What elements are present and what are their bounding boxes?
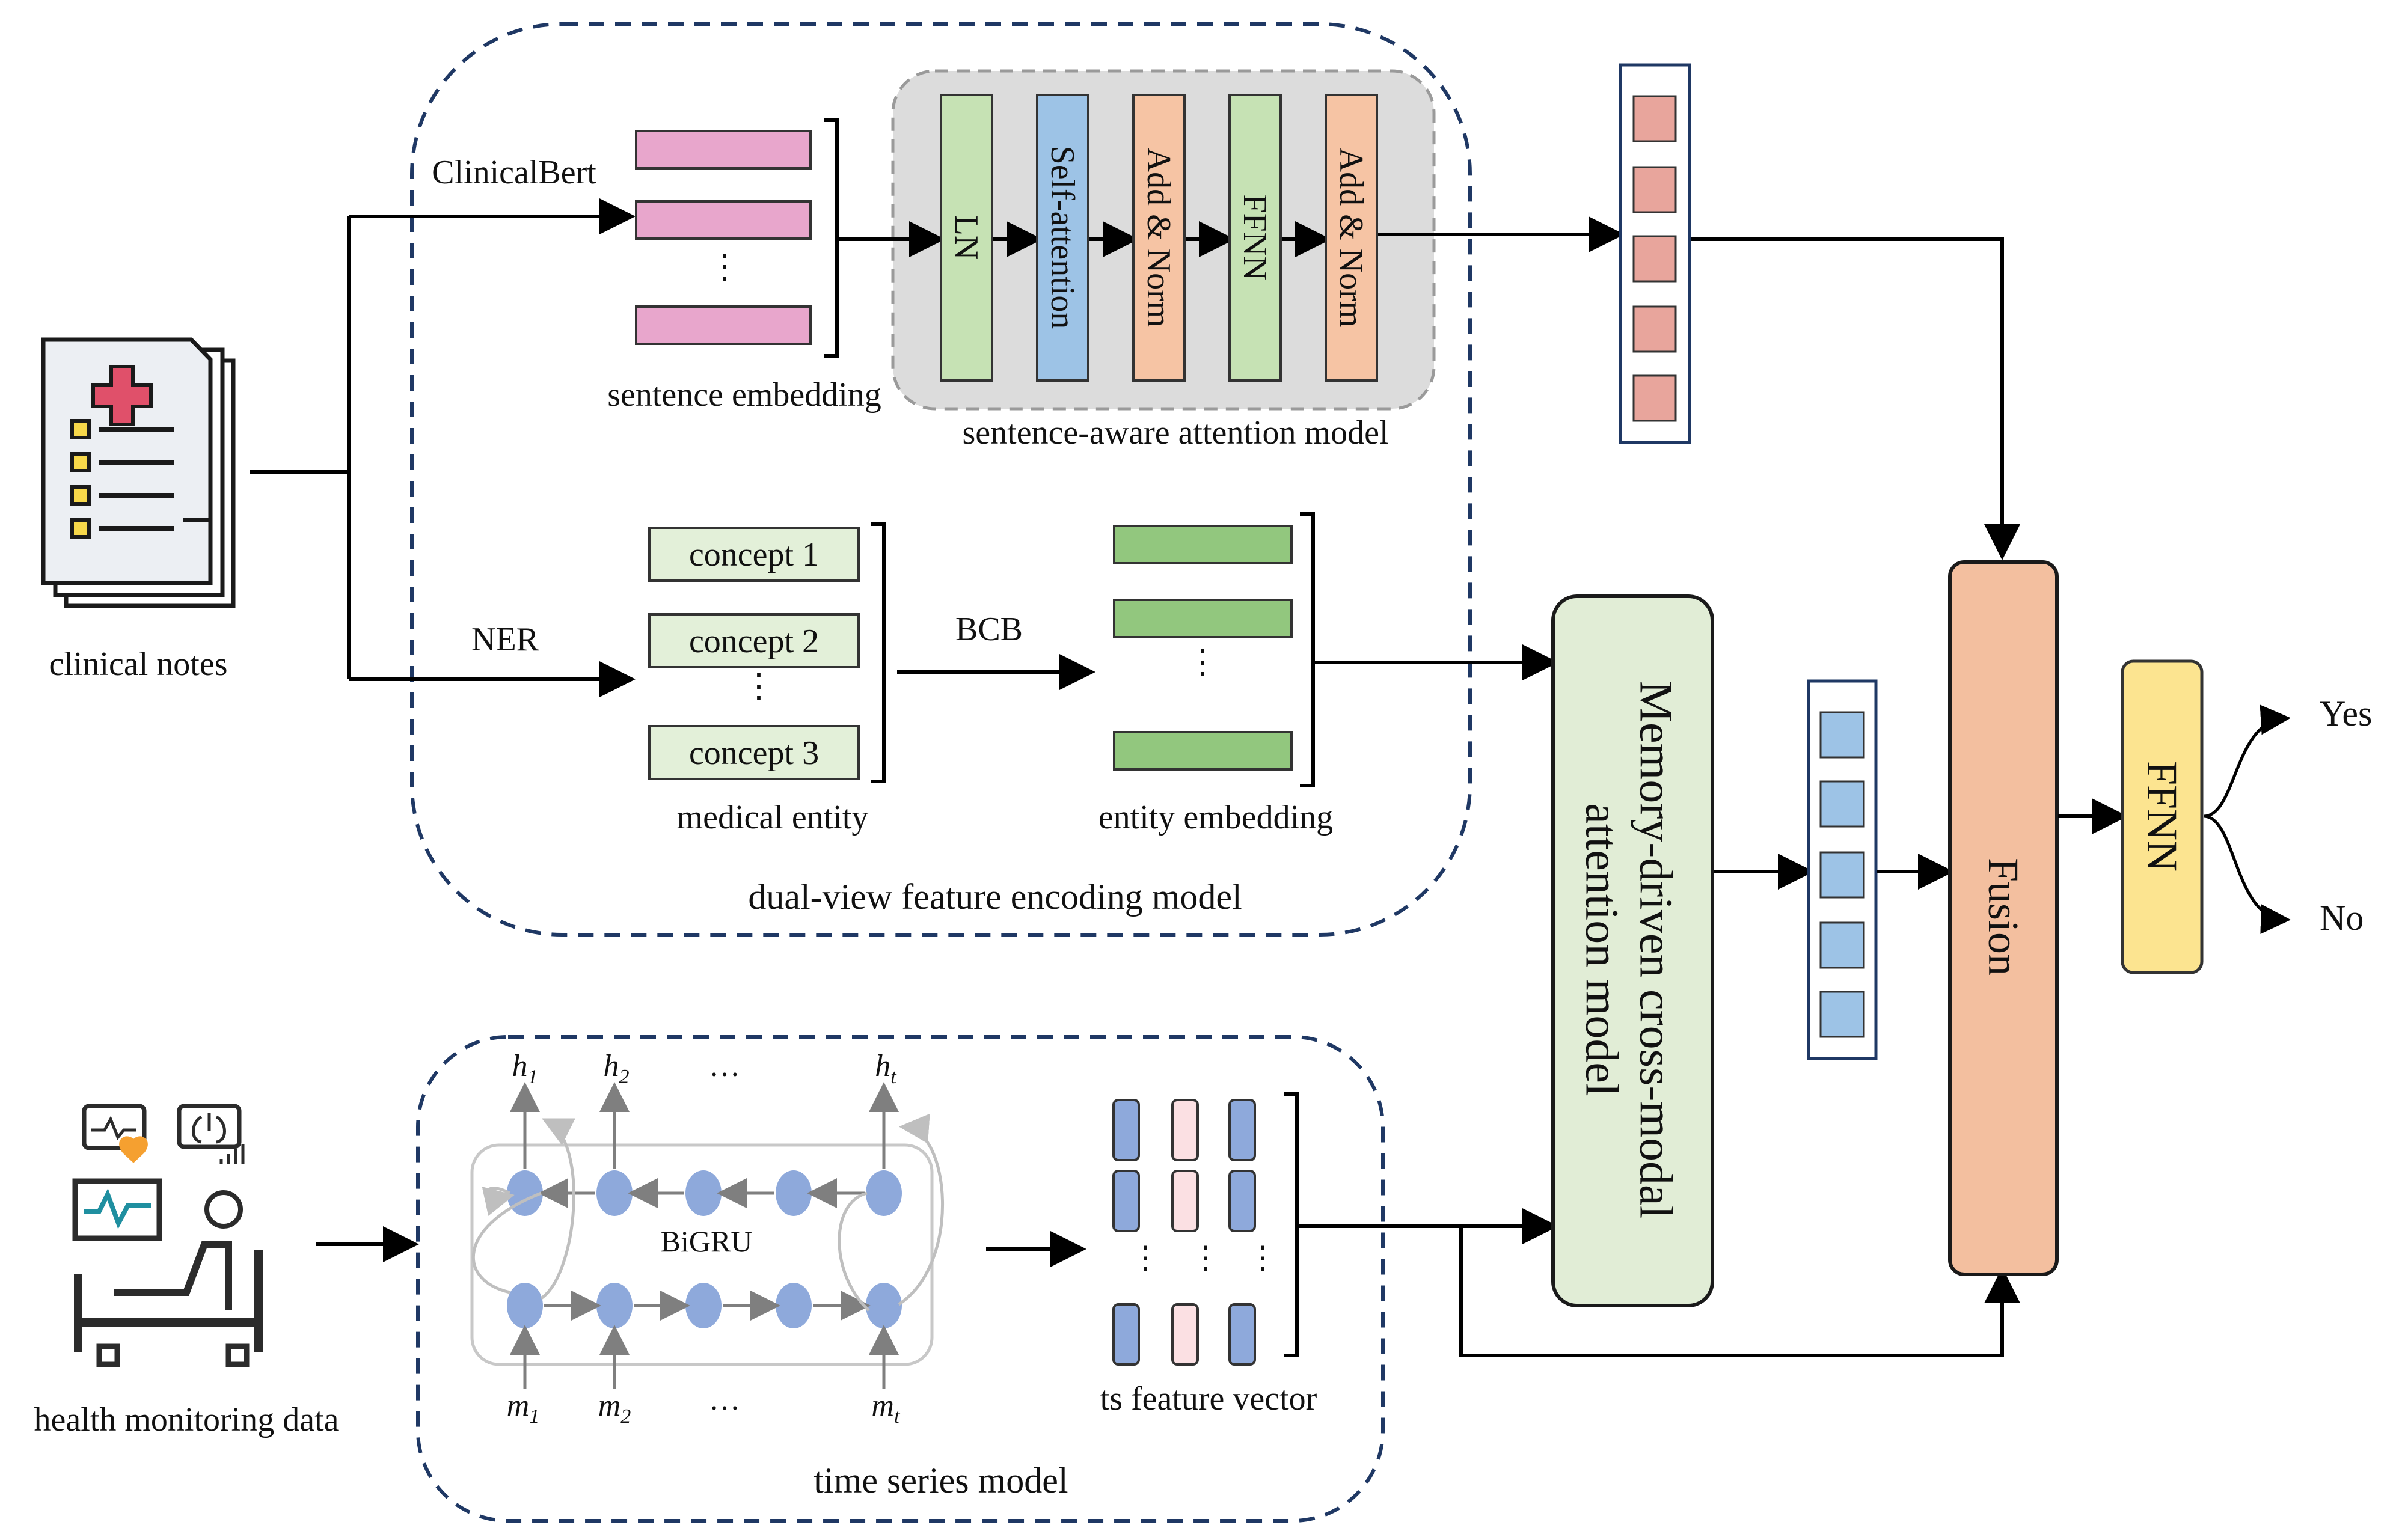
concept-box (648, 613, 860, 668)
entity-embedding-bar (1113, 731, 1293, 771)
svg-text:attention model: attention model (1576, 803, 1629, 1096)
output-branches (2203, 704, 2291, 934)
svg-text:mt: mt (871, 1389, 901, 1428)
fusion-block: Fusion (1948, 560, 2059, 1276)
sentence-embedding-bar (635, 130, 812, 170)
svg-text:h2: h2 (604, 1049, 630, 1088)
add-norm-block-2: Add & Norm (1325, 94, 1378, 382)
no-output-label: No (2320, 898, 2364, 938)
dual-view-container (410, 22, 1472, 937)
entity-ellipsis: ⋮ (1186, 644, 1219, 681)
entity-embedding-label: entity embedding (1098, 799, 1333, 836)
gru-node (866, 1170, 902, 1216)
hidden-state-labels: h1 h2 … ht (512, 1049, 898, 1088)
concept-box (648, 725, 860, 780)
svg-text:h1: h1 (512, 1049, 538, 1088)
svg-text:concept 2: concept 2 (689, 623, 819, 660)
gru-node (685, 1283, 722, 1328)
svg-text:⋮: ⋮ (1190, 1241, 1221, 1276)
ffnn-block: FFNN (1228, 94, 1282, 382)
svg-text:⋮: ⋮ (1247, 1241, 1278, 1276)
medical-entity-label: medical entity (677, 799, 869, 836)
svg-text:…: … (709, 1383, 740, 1417)
entity-embedding-bar (1113, 525, 1293, 564)
svg-text:Memory-driven cross-modal: Memory-driven cross-modal (1631, 681, 1683, 1219)
svg-text:Add & Norm: Add & Norm (1332, 148, 1370, 328)
entity-embedding-stack: ⋮ (1113, 512, 1315, 787)
input-connectors (250, 198, 636, 1262)
sentence-ellipsis: ⋮ (708, 248, 741, 286)
ffnn-classifier-block: FFNN (2121, 659, 2204, 974)
sentence-feature-vector (1619, 63, 1691, 444)
clinical-notes-label: clinical notes (49, 646, 227, 683)
svg-text:⋮: ⋮ (1130, 1241, 1161, 1276)
ts-feature-vector-stack: ⋮ ⋮ ⋮ (1112, 1092, 1299, 1366)
sentence-embedding-bar (635, 305, 812, 345)
clinicalbert-label: ClinicalBert (432, 154, 596, 191)
health-monitoring-label: health monitoring data (34, 1401, 339, 1438)
bigru-skip-connections (472, 1113, 945, 1312)
attention-model-label: sentence-aware attention model (963, 414, 1389, 451)
health-monitoring-icon (72, 1104, 263, 1367)
ln-block: LN (940, 94, 993, 382)
bigru-forward-layer (507, 1283, 902, 1328)
gru-node (866, 1283, 902, 1328)
bcb-label: BCB (955, 611, 1023, 648)
dual-view-model-label: dual-view feature encoding model (748, 877, 1242, 917)
add-norm-block-1: Add & Norm (1132, 94, 1186, 382)
svg-text:Add & Norm: Add & Norm (1140, 148, 1177, 328)
gru-node (596, 1170, 633, 1216)
bigru-backward-layer (507, 1170, 902, 1216)
concept-box (648, 527, 860, 582)
cross-modal-feature-vector (1807, 679, 1878, 1060)
svg-text:concept 1: concept 1 (689, 536, 819, 573)
svg-text:…: … (709, 1049, 740, 1083)
cross-modal-attention-block: Memory-driven cross-modal attention mode… (1551, 594, 1714, 1307)
svg-text:ht: ht (875, 1049, 897, 1088)
yes-output-label: Yes (2320, 694, 2372, 733)
svg-text:FFNN: FFNN (1236, 194, 1273, 280)
gru-node (776, 1283, 812, 1328)
self-attention-block: Self-attention (1036, 94, 1089, 382)
bigru-label: BiGRU (661, 1224, 753, 1258)
gru-node (596, 1283, 633, 1328)
svg-text:LN: LN (948, 215, 985, 260)
clinical-notes-icon (41, 337, 236, 608)
ner-label: NER (471, 621, 539, 658)
svg-text:FFNN: FFNN (2138, 761, 2186, 872)
sentence-embedding-label: sentence embedding (607, 376, 881, 414)
gru-node (685, 1170, 722, 1216)
gru-node (507, 1283, 543, 1328)
ts-feature-vector-label: ts feature vector (1100, 1380, 1317, 1417)
medical-entity-concepts: concept 1 concept 2 ⋮ concept 3 (648, 522, 886, 783)
gru-node (776, 1170, 812, 1216)
sentence-embedding-bar (635, 200, 812, 240)
concept-ellipsis: ⋮ (742, 668, 776, 705)
svg-text:m1: m1 (507, 1389, 540, 1428)
bigru-io-arrows (510, 1082, 899, 1389)
svg-text:concept 3: concept 3 (689, 735, 819, 772)
input-measurement-labels: m1 m2 … mt (507, 1383, 901, 1428)
entity-embedding-bar (1113, 599, 1293, 638)
svg-text:Self-attention: Self-attention (1044, 146, 1081, 329)
svg-text:m2: m2 (598, 1389, 631, 1428)
svg-text:Fusion: Fusion (1979, 858, 2027, 976)
time-series-model-label: time series model (813, 1461, 1068, 1500)
sentence-embedding-stack: ⋮ (635, 118, 839, 358)
